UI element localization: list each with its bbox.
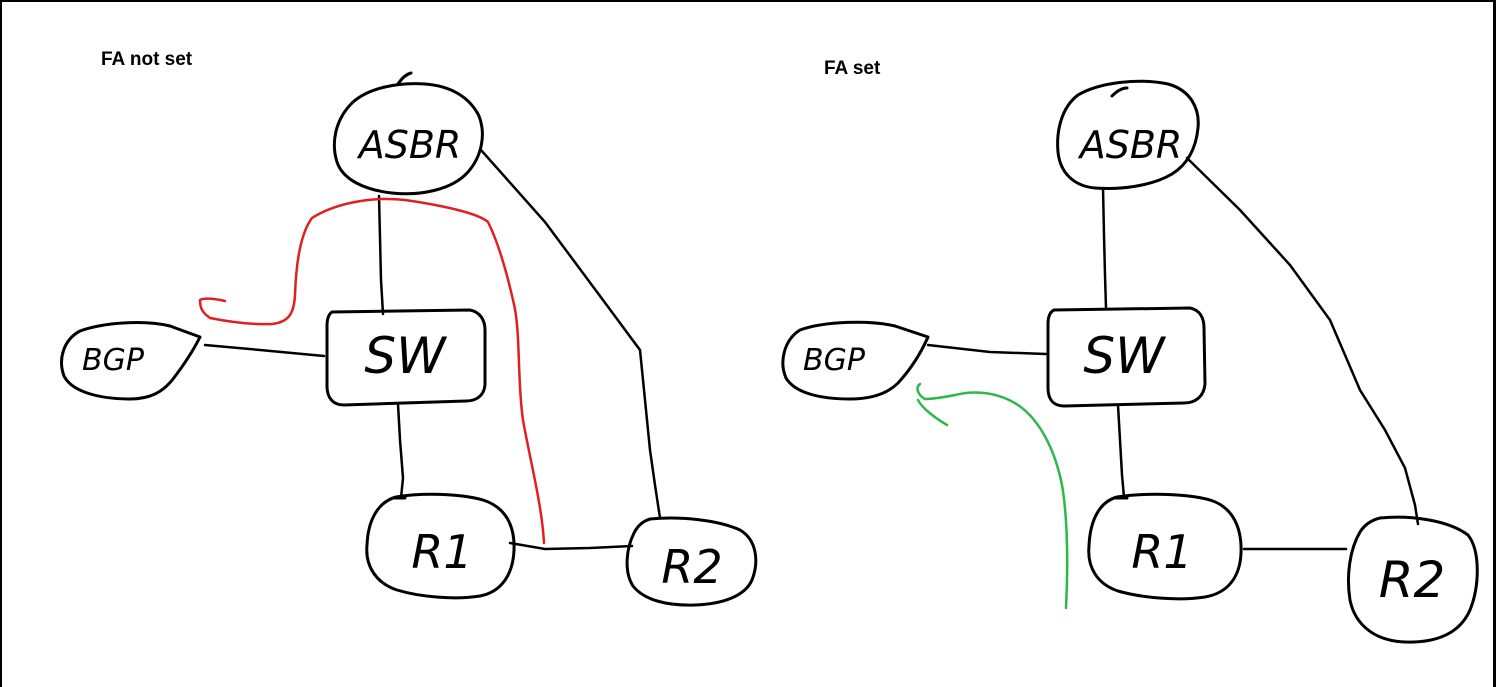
node-bgp-label: BGP bbox=[82, 343, 145, 378]
heading-fa-set: FA set bbox=[824, 58, 881, 79]
node-bgp bbox=[60, 321, 202, 401]
link-sw-r1 bbox=[396, 402, 405, 500]
frame-border-left bbox=[0, 0, 2, 687]
node-sw-label: SW bbox=[1083, 327, 1166, 385]
traffic-path-red bbox=[198, 197, 546, 545]
link-asbr-sw bbox=[377, 194, 385, 316]
node-asbr bbox=[1056, 79, 1200, 190]
node-sw bbox=[325, 308, 487, 407]
heading-fa-not-set: FA not set bbox=[101, 49, 193, 70]
node-r2-label: R2 bbox=[1379, 551, 1446, 609]
node-asbr-tick bbox=[1110, 86, 1129, 98]
node-asbr-label: ASBR bbox=[1077, 123, 1183, 167]
diagram-fa-not-set: ASBR SW BGP R1 R2 bbox=[60, 71, 758, 607]
node-asbr bbox=[332, 82, 484, 196]
diagram-fa-set: ASBR SW BGP R1 R2 bbox=[781, 79, 1479, 644]
node-bgp-label: BGP bbox=[803, 343, 866, 378]
link-asbr-sw bbox=[1101, 186, 1108, 310]
node-asbr-label: ASBR bbox=[356, 123, 462, 167]
link-r1-r2 bbox=[508, 541, 634, 551]
link-sw-r1 bbox=[1116, 403, 1126, 499]
node-bgp bbox=[781, 320, 930, 401]
node-r2-label: R2 bbox=[661, 540, 722, 594]
node-r1 bbox=[365, 492, 516, 600]
traffic-path-green bbox=[916, 382, 1069, 610]
frame-border-top bbox=[0, 0, 1496, 2]
node-r1-label: R1 bbox=[1131, 525, 1192, 579]
node-r1-label: R1 bbox=[411, 525, 472, 579]
node-sw bbox=[1046, 306, 1207, 408]
node-r2 bbox=[1346, 515, 1479, 644]
link-asbr-r2 bbox=[479, 148, 662, 520]
link-bgp-sw bbox=[203, 343, 326, 358]
frame-border-right bbox=[1493, 0, 1496, 687]
node-sw-label: SW bbox=[364, 327, 447, 385]
node-r1 bbox=[1087, 492, 1243, 601]
link-asbr-r2 bbox=[1185, 156, 1420, 526]
node-asbr-tick bbox=[396, 71, 413, 86]
link-bgp-sw bbox=[926, 343, 1048, 356]
node-r2 bbox=[625, 516, 758, 607]
